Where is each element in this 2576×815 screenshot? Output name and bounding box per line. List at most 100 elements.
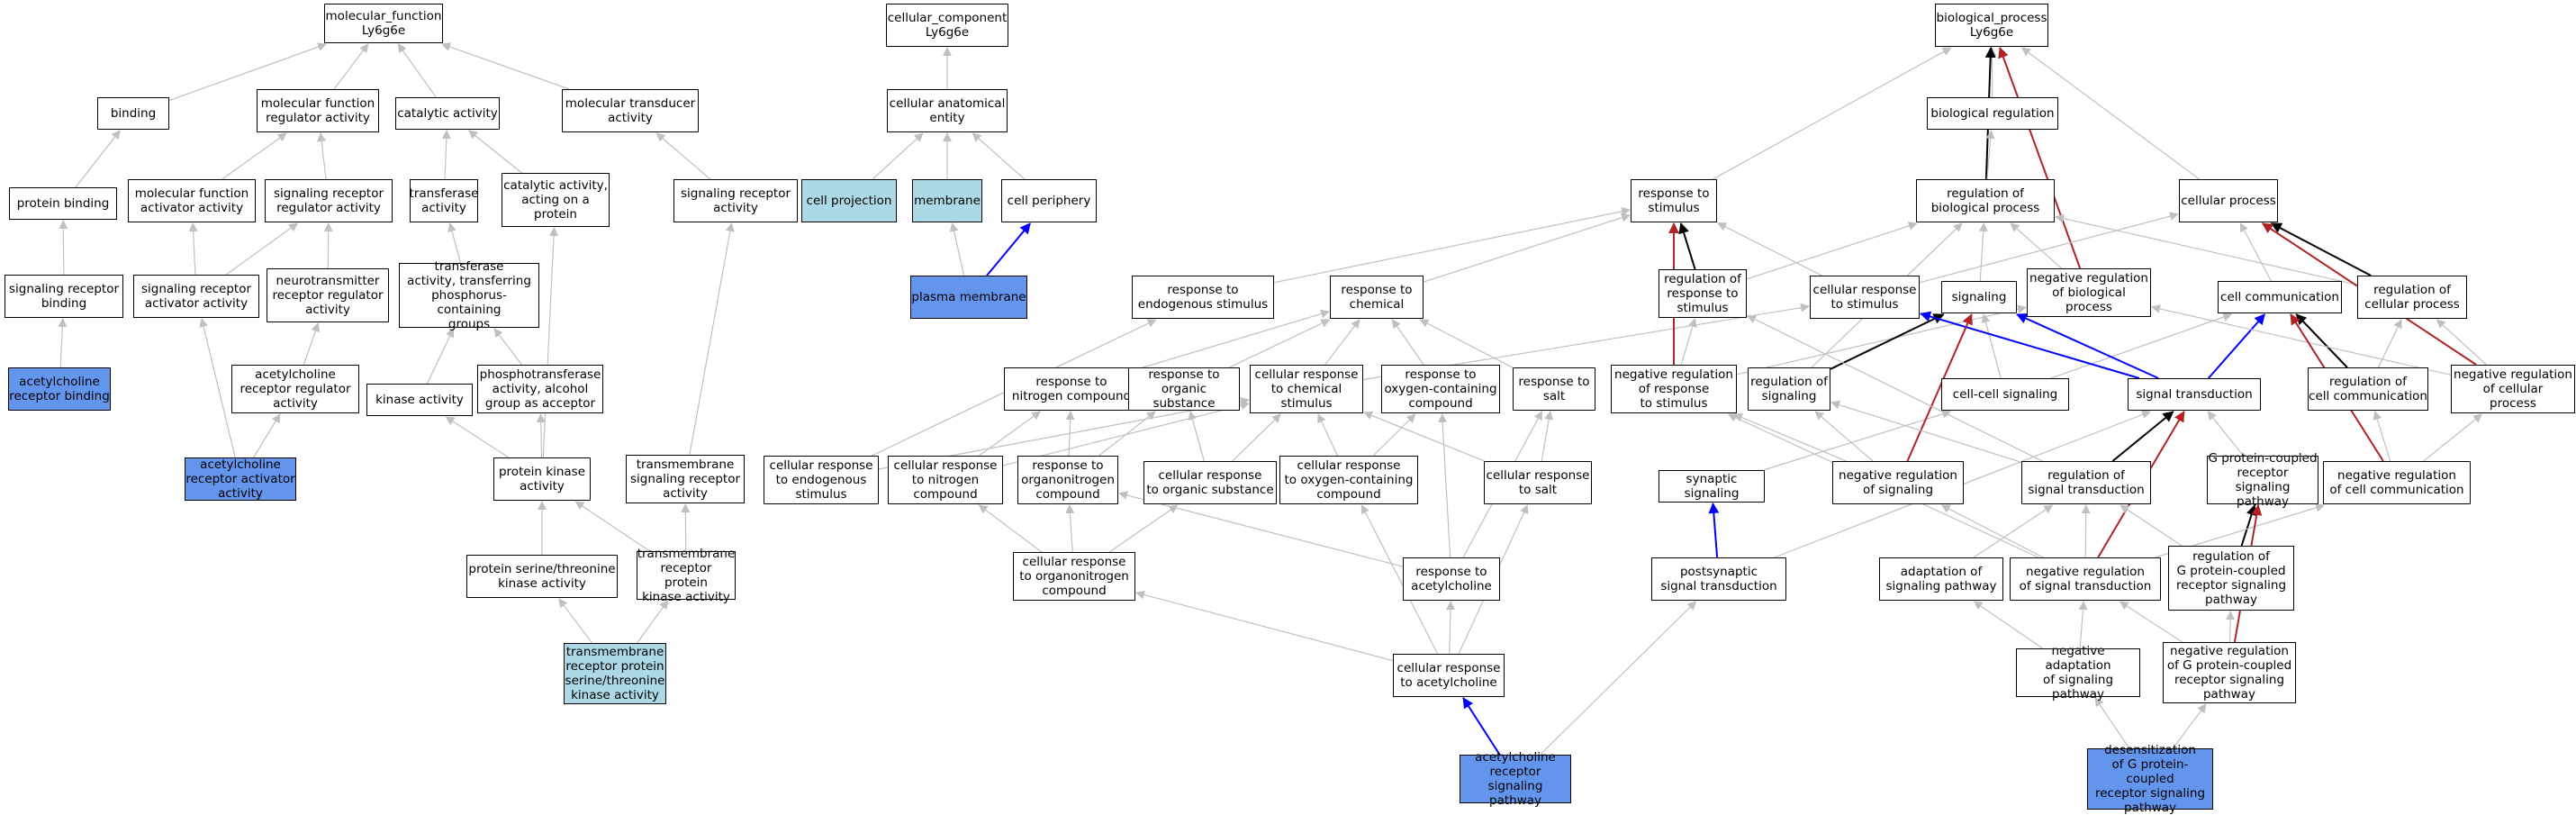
edge-achrecbind-to-sigrecbind (60, 319, 63, 367)
edge-sigtrans-to-signaling (2017, 314, 2158, 378)
node-cellresporgnitro: cellular response to organonitrogen comp… (1013, 552, 1135, 601)
node-desens: desensitization of G protein-coupled rec… (2087, 748, 2213, 810)
edge-respsalt-to-respchem (1420, 320, 1513, 367)
node-sigrecact: signaling receptor activity (673, 179, 798, 222)
edge-kinase-to-transphos (428, 329, 454, 384)
node-sigtrans: signal transduction (2128, 378, 2261, 411)
edge-cellresporg-to-cellrespchem (1233, 414, 1281, 461)
node-cellrespchem: cellular response to chemical stimulus (1250, 365, 1363, 413)
edge-bioreg-to-bp (1992, 48, 1993, 97)
edge-sigrecreg-to-mfreg (321, 133, 326, 179)
edge-cellresporgnitro-to-cellresporg (1109, 505, 1178, 552)
edge-cellrespoxy-to-respoxy (1373, 414, 1415, 456)
edge-resporgnitro-to-resporg (1099, 412, 1156, 456)
node-sigrecbind: signaling receptor binding (5, 275, 123, 318)
node-cae: cellular anatomical entity (887, 89, 1008, 132)
edge-cellper-to-cae (972, 133, 1025, 179)
edge-cellrespnitro-to-respnitro (979, 412, 1040, 456)
edge-negregbp-to-regbp (2011, 223, 2061, 268)
edge-moltrans-to-mf (442, 44, 569, 89)
edge-negregsigtrans-to-regsigtrans (2085, 505, 2086, 557)
edge-negadapt-to-adaptsig (1975, 602, 2043, 648)
edge-negadapt-to-negregsigtrans (2080, 602, 2083, 648)
node-negregcellproc: negative regulation of cellular process (2451, 365, 2575, 413)
node-cellrespstim: cellular response to stimulus (1810, 276, 1920, 319)
edge-tmrpst-to-tmrpk (637, 601, 668, 643)
edge-mfreg-to-mf (334, 44, 368, 89)
node-membrane: membrane (912, 179, 982, 222)
node-cellrespnitro: cellular response to nitrogen compound (888, 456, 1003, 504)
node-transfer: transferase activity (410, 179, 478, 222)
node-binding: binding (97, 97, 169, 130)
edge-regsig-to-signaling (1830, 314, 1944, 369)
node-respendo: response to endogenous stimulus (1132, 276, 1274, 319)
node-adaptsig: adaptation of signaling pathway (1879, 557, 2003, 601)
edge-cellcellsig-to-signaling (1984, 314, 2001, 378)
node-catact: catalytic activity (395, 97, 500, 130)
edge-respnitro-to-respchem (1139, 312, 1329, 369)
node-gpcr: G protein-coupled receptor signaling pat… (2207, 456, 2318, 504)
edge-negregbp-to-bp (2000, 48, 2080, 268)
edge-reggpcr-to-regsigtrans (2120, 505, 2182, 546)
node-plasmamem: plasma membrane (910, 276, 1027, 319)
edge-cellresporg-to-resporg (1190, 412, 1204, 461)
edge-cellrespsalt-to-respsalt (1541, 412, 1550, 461)
edge-regcellcomm-to-cellcomm (2296, 314, 2347, 367)
edge-catact-to-mf (398, 44, 436, 97)
node-negregresp: negative regulation of response to stimu… (1611, 365, 1737, 413)
node-cellproj: cell projection (801, 179, 897, 222)
edge-cellresporgnitro-to-cellrespnitro (979, 505, 1042, 552)
edge-negregsig-to-regsig (1815, 412, 1873, 461)
node-respnitro: response to nitrogen compound (1004, 367, 1139, 411)
edge-sigtrans-to-cellrespstim (1921, 313, 2139, 378)
edge-achrecact-to-sigrecactv (202, 319, 235, 457)
node-protbind: protein binding (9, 187, 117, 220)
edge-gpcr-to-sigtrans (2208, 412, 2243, 456)
node-cellresporg: cellular response to organic substance (1143, 461, 1277, 504)
node-moltrans: molecular transducer activity (562, 89, 699, 132)
node-cellper: cell periphery (1001, 179, 1097, 222)
edge-regsigtrans-to-sigtrans (2112, 412, 2173, 461)
node-negreggpcr: negative regulation of G protein-coupled… (2163, 642, 2296, 703)
node-mfact: molecular function activator activity (128, 179, 256, 222)
edge-catprot-to-catact (469, 131, 522, 173)
node-negregcellcomm: negative regulation of cell communicatio… (2323, 461, 2471, 504)
edge-respoxy-to-respchem (1392, 320, 1424, 365)
node-mf: molecular_function Ly6g6e (324, 4, 443, 43)
edge-sigrecactv-to-mfact (193, 223, 195, 275)
edge-negregsigtrans-to-negregsig (1942, 505, 2044, 557)
edge-negregcellproc-to-regcellproc (2437, 320, 2487, 365)
edge-protkin-to-kinase (446, 417, 509, 457)
edge-cellrespstim-to-respstim (1718, 223, 1821, 276)
node-cellrespsalt: cellular response to salt (1484, 461, 1592, 504)
edge-cellrespach-to-respach (1450, 602, 1451, 654)
node-tmrpst: transmembrane receptor protein serine/th… (564, 643, 666, 704)
edge-cellcellsig-to-cellcomm (2051, 314, 2232, 378)
edge-achrecsig-to-cellrespach (1463, 698, 1500, 755)
edge-protbind-to-binding (76, 131, 120, 187)
edge-desens-to-negadapt (2095, 698, 2129, 748)
edge-mfact-to-mfreg (222, 133, 286, 179)
edge-cellproj-to-cae (872, 133, 923, 179)
edge-respendo-to-respstim (1274, 210, 1630, 283)
node-achrecsig: acetylcholine receptor signaling pathway (1460, 755, 1571, 803)
edge-tmsigrec-to-sigrecact (690, 223, 732, 455)
node-negregbp: negative regulation of biological proces… (2027, 268, 2151, 317)
node-reggpcr: regulation of G protein-coupled receptor… (2168, 546, 2294, 611)
edge-cellrespsalt-to-cellrespchem (1364, 412, 1485, 461)
edge-achrecreg-to-neurotrans (303, 323, 318, 365)
node-bp: biological_process Ly6g6e (1935, 4, 2048, 47)
edge-cellrespach-to-cellresporgnitro (1136, 593, 1393, 660)
node-respsalt: response to salt (1513, 367, 1595, 411)
node-regsig: regulation of signaling (1748, 367, 1830, 411)
node-sigrecactv: signaling receptor activator activity (133, 275, 259, 318)
node-negadapt: negative adaptation of signaling pathway (2016, 648, 2140, 697)
edge-plasmamem-to-membrane (953, 223, 964, 276)
edge-cellresporgnitro-to-resporgnitro (1070, 505, 1072, 552)
node-resporgnitro: response to organonitrogen compound (1017, 456, 1118, 504)
node-cellrespoxy: cellular response to oxygen-containing c… (1279, 456, 1418, 504)
edge-adaptsig-to-regsigtrans (1974, 505, 2052, 557)
edge-negregcellcomm-to-regcellcomm (2375, 412, 2391, 461)
node-negregsigtrans: negative regulation of signal transducti… (2010, 557, 2161, 601)
